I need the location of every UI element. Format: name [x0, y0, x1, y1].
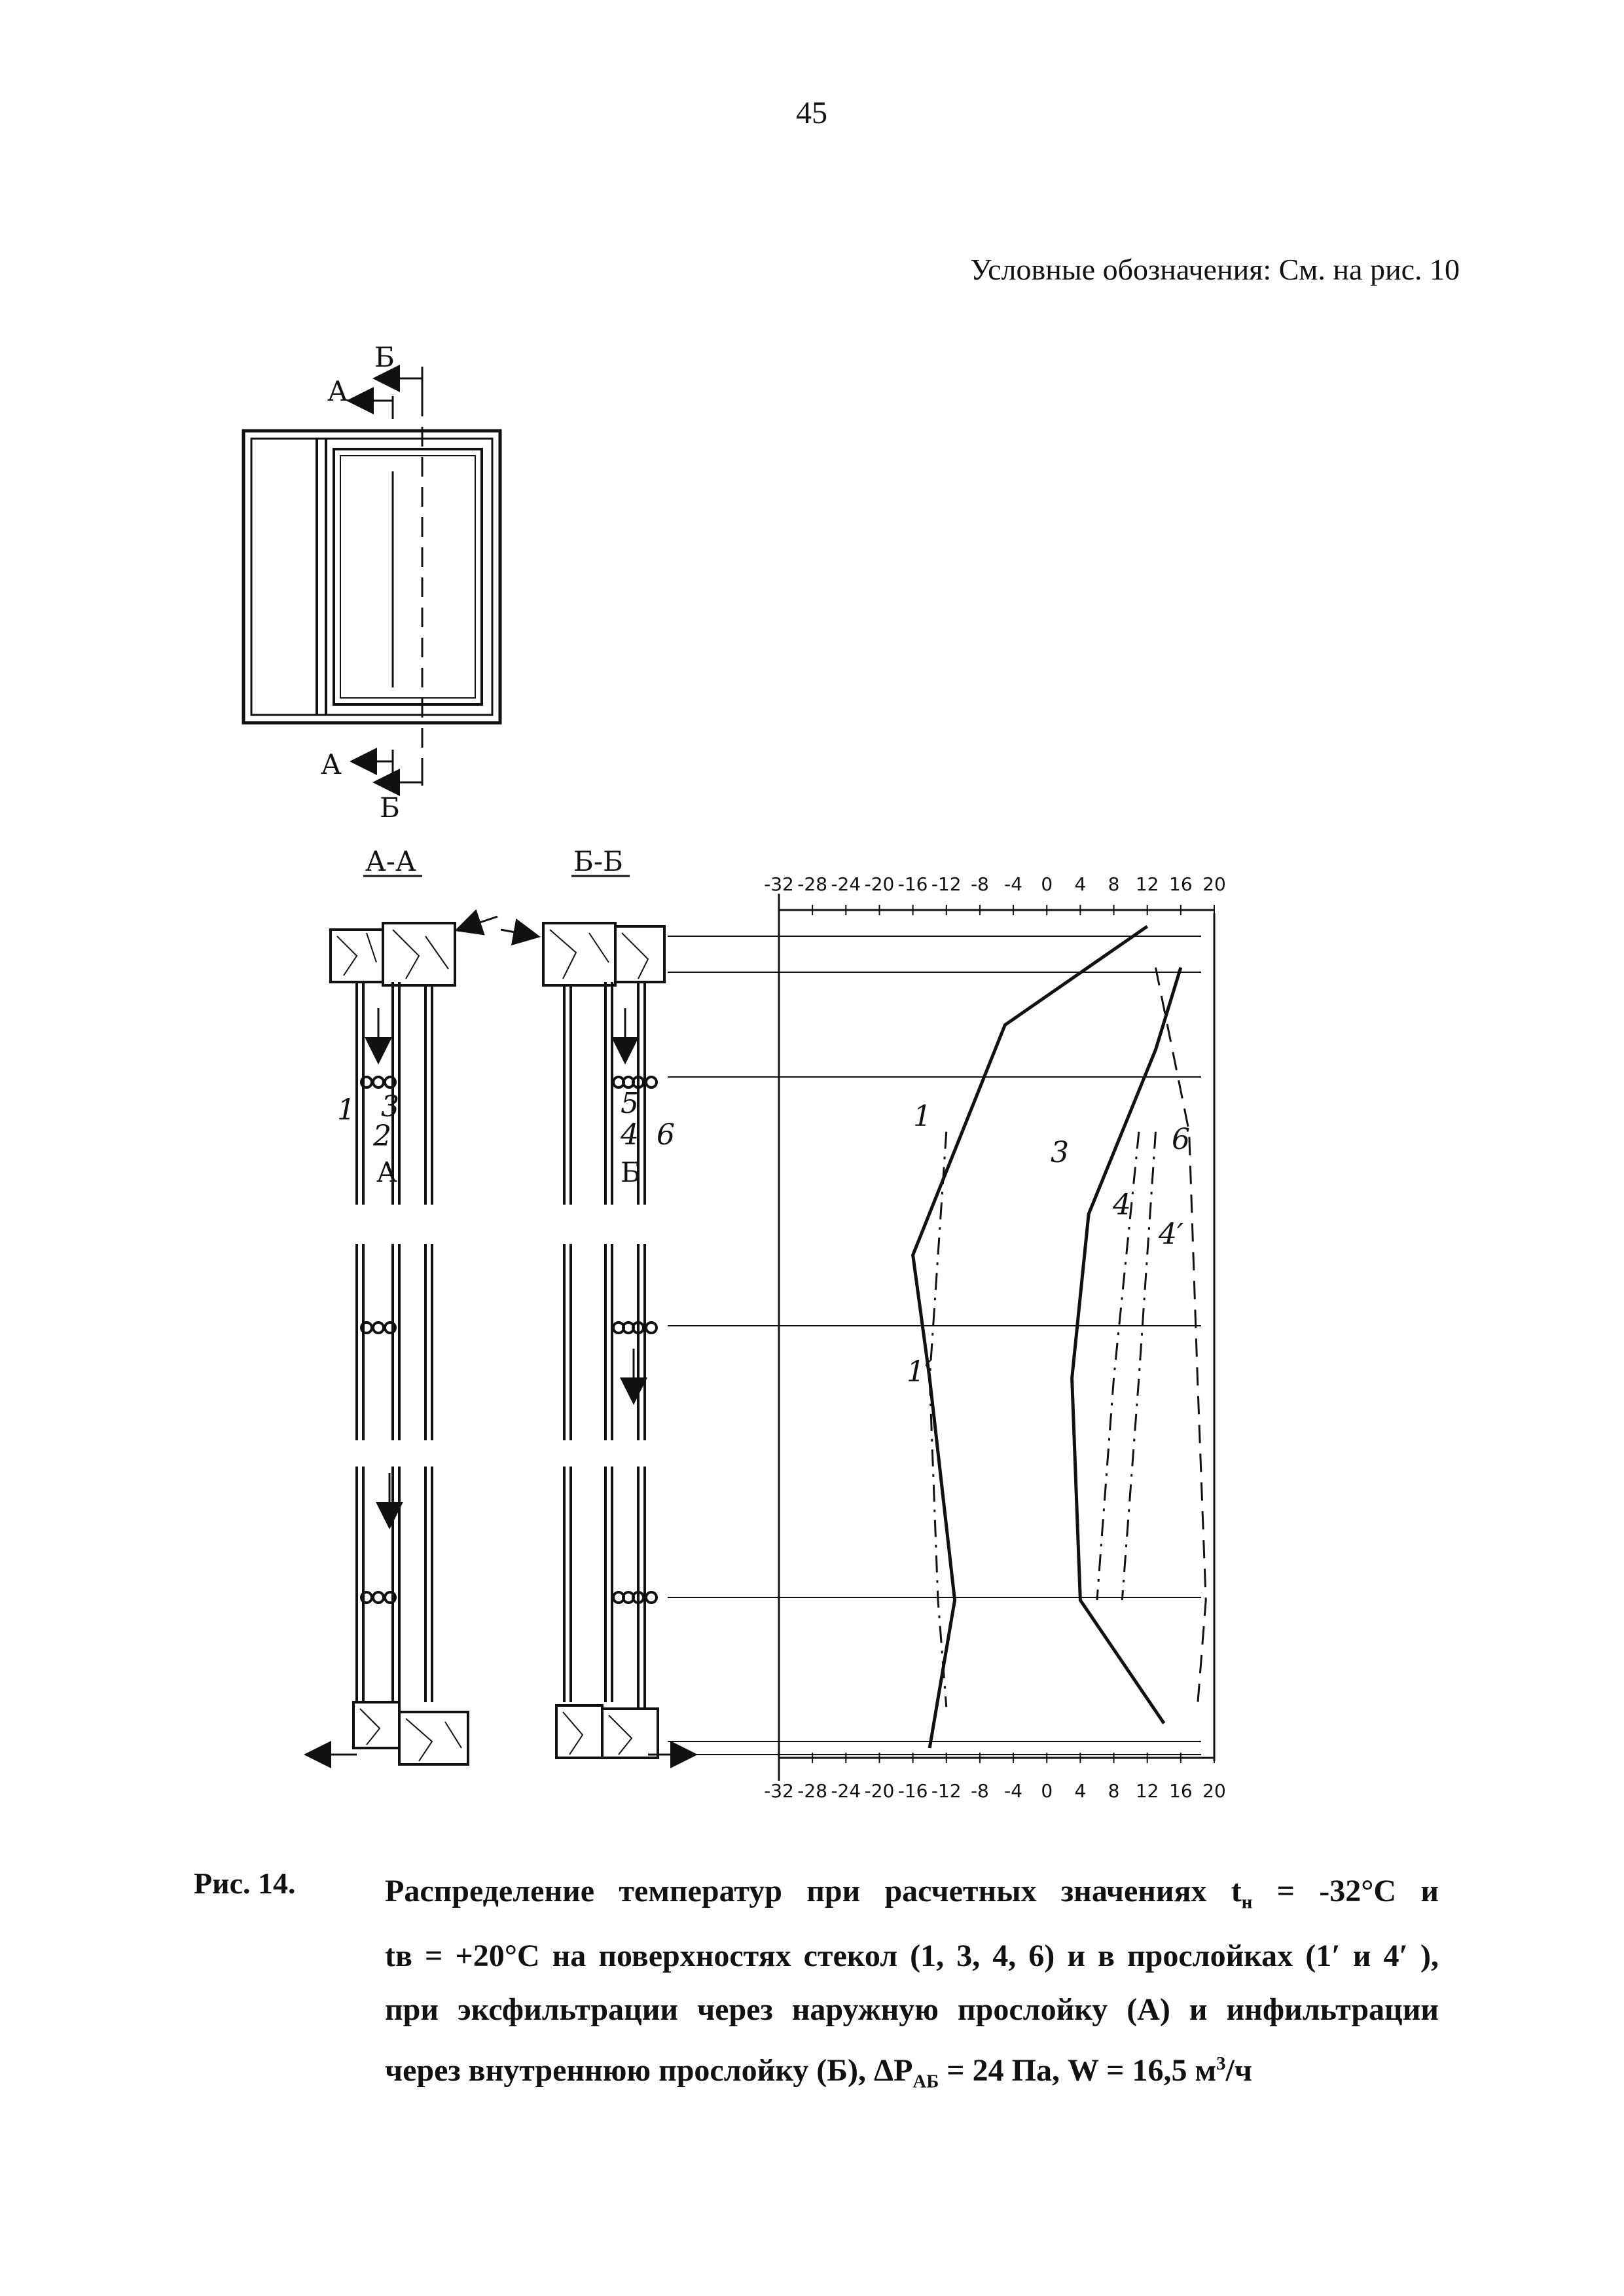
tick-top-label: 4 [1074, 873, 1086, 895]
bb-label-5: 5 [621, 1087, 639, 1120]
aa-label-1: 1 [337, 1093, 355, 1127]
mark-a-bottom: А [321, 748, 342, 780]
tick-bottom-label: -8 [971, 1780, 989, 1802]
tick-bottom-label: -16 [898, 1780, 928, 1802]
curve-label-2: 4 [1112, 1188, 1131, 1222]
section-aa-title: А-А [365, 845, 416, 877]
tick-bottom-label: 4 [1074, 1780, 1086, 1802]
tick-top-label: 12 [1136, 873, 1159, 895]
tick-bottom-label: -24 [831, 1780, 861, 1802]
caption-line-2: tв = +20°С на поверхностях стекол (1, 3,… [385, 1938, 1439, 1973]
tick-bottom-label: 16 [1169, 1780, 1193, 1802]
tick-top-label: 0 [1041, 873, 1053, 895]
figure-caption: Распределение температур при расчетных з… [385, 1865, 1439, 2108]
aa-label-3: 3 [381, 1090, 399, 1123]
tick-bottom-label: 0 [1041, 1780, 1053, 1802]
caption-line-4: через внутреннюю прослойку (Б), ΔРАБ = 2… [385, 2052, 1252, 2092]
tick-top-label: -20 [865, 873, 895, 895]
tick-bottom-label: 8 [1108, 1780, 1120, 1802]
caption-line-1: Распределение температур при расчетных з… [385, 1874, 1439, 1913]
mark-b-bottom: Б [380, 792, 400, 824]
bb-label-6: 6 [657, 1118, 675, 1152]
tick-top-label: 16 [1169, 873, 1193, 895]
tick-top-label: 8 [1108, 873, 1120, 895]
bb-label-4: 4 [620, 1118, 639, 1152]
mark-a-top: А [327, 375, 348, 407]
tick-bottom-label: 12 [1136, 1780, 1159, 1802]
tick-top-label: 20 [1202, 873, 1226, 895]
bb-label-b: Б [621, 1156, 641, 1188]
curve-label-4: 4′ [1158, 1218, 1183, 1251]
curve-label-1: 3 [1051, 1136, 1069, 1169]
mark-b-top: Б [374, 341, 395, 373]
tick-top-label: -12 [931, 873, 962, 895]
tick-top-label: -32 [764, 873, 794, 895]
figure-14: А Б А Б А-А Б-Б [242, 341, 1226, 1802]
curve-label-5: 1′ [907, 1355, 931, 1389]
curve-label-3: 6 [1172, 1123, 1190, 1156]
tick-top-label: -24 [831, 873, 861, 895]
aa-label-a: А [376, 1156, 397, 1188]
caption-label: Рис. 14. [194, 1867, 296, 1900]
series-line-4 [1121, 1131, 1157, 1601]
tick-top-label: -16 [898, 873, 928, 895]
caption-line-3: при эксфильтрации через наружную прослой… [385, 1992, 1439, 2027]
tick-top-label: -8 [971, 873, 989, 895]
section-bb-title: Б-Б [573, 845, 623, 877]
series-line-5 [1155, 967, 1207, 1707]
tick-top-label: -4 [1004, 873, 1022, 895]
series-line-1 [1070, 967, 1183, 1724]
series-line-2 [928, 1131, 948, 1707]
tick-bottom-label: -20 [865, 1780, 895, 1802]
aa-label-2: 2 [372, 1120, 391, 1153]
tick-bottom-label: -32 [764, 1780, 794, 1802]
tick-bottom-label: 20 [1202, 1780, 1226, 1802]
curve-label-0: 1 [913, 1100, 931, 1133]
section-aa-drawing [304, 909, 498, 1768]
section-bb-drawing [500, 918, 698, 1768]
page-number: 45 [796, 96, 827, 130]
tick-bottom-label: -4 [1004, 1780, 1022, 1802]
window-elevation [242, 365, 502, 796]
tick-bottom-label: -12 [931, 1780, 962, 1802]
tick-bottom-label: -28 [797, 1780, 827, 1802]
series-line-0 [911, 924, 1149, 1749]
tick-top-label: -28 [797, 873, 827, 895]
legend-note: Условные обозначения: См. на рис. 10 [970, 253, 1460, 286]
